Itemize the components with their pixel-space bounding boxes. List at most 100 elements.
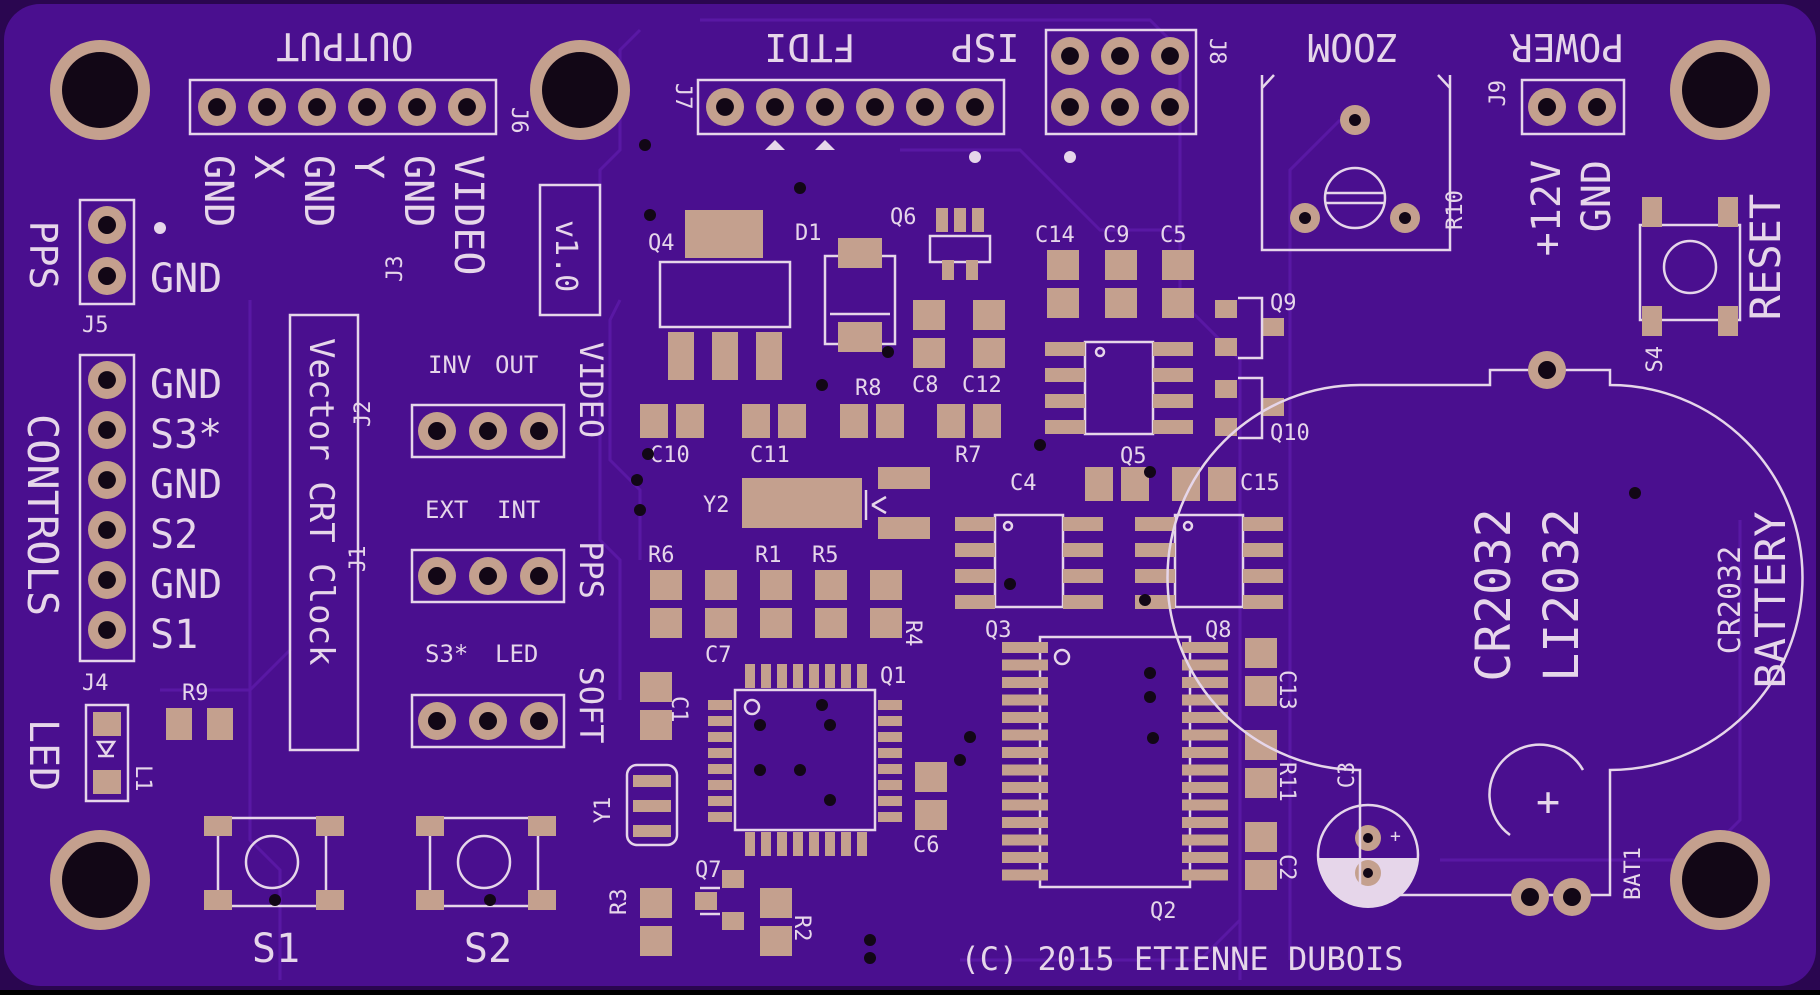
q5-ref: Q5 [1120, 444, 1147, 469]
battery-type: CR2032 [1713, 546, 1748, 654]
ic-pin [1182, 834, 1228, 846]
battery-plus-label: + [1536, 779, 1560, 825]
ic-pin [708, 796, 732, 806]
c9-ref: C9 [1103, 223, 1130, 248]
j7-ref: J7 [670, 83, 695, 110]
ic-pin [1135, 543, 1175, 557]
output-pin-label: GND [295, 155, 341, 227]
reset-button[interactable]: RESET S4 [1638, 194, 1790, 373]
ic-pin [1243, 517, 1283, 531]
isp-header: ISP J8 [951, 25, 1229, 163]
pps-title: PPS [21, 221, 65, 290]
ic-pin [878, 780, 902, 790]
ic-pin [1063, 543, 1103, 557]
ic-pin [708, 764, 732, 774]
ic-pin [1153, 368, 1193, 382]
q2-ref: Q2 [1150, 899, 1177, 924]
controls-pin-label: GND [150, 462, 222, 508]
r9-ref: R9 [182, 681, 209, 706]
s2-button[interactable]: S2 [416, 816, 556, 972]
c15-ref: C15 [1240, 471, 1280, 496]
j6-ref: J6 [506, 107, 531, 134]
jumper-j1[interactable]: S3* LED J1 SOFT [346, 546, 610, 749]
controls-pin-label: S1 [150, 612, 198, 658]
ic-pin [1182, 817, 1228, 828]
power-title: POWER [1510, 25, 1625, 69]
output-pin-label: Y [345, 155, 391, 179]
ic-pin [1002, 642, 1048, 653]
ic-pin [1182, 677, 1228, 688]
ic-pin [878, 812, 902, 822]
d1-diode: D1 [795, 221, 897, 352]
q6-ref: Q6 [890, 205, 917, 230]
ftdi-header: FTDI J7 [670, 25, 1006, 163]
ic-pin [1002, 799, 1048, 811]
ic-pin [841, 832, 851, 856]
y2-crystal: Y2 [703, 467, 930, 539]
s1-button[interactable]: S1 [204, 816, 344, 972]
ic-pin [1063, 517, 1103, 531]
output-pin-label: GND [195, 155, 241, 227]
q8-ref: Q8 [1205, 618, 1232, 643]
passive-c15: C15 [1172, 467, 1280, 501]
passive-c11: C11 [742, 404, 806, 468]
power-pin-label: GND [1574, 160, 1620, 232]
d1-ref: D1 [795, 221, 822, 246]
ic-pin [878, 764, 902, 774]
vias [269, 139, 1641, 964]
c3-ref: C3 [1335, 762, 1360, 789]
ic-pin [1182, 799, 1228, 811]
isp-title: ISP [951, 25, 1020, 69]
ic-pin [1002, 659, 1048, 671]
ic-pin [955, 543, 995, 557]
q8-ic: Q8 [1135, 513, 1283, 643]
passive-c9: C9 [1103, 223, 1137, 318]
r7-ref: R7 [955, 443, 982, 468]
ic-pin [1182, 659, 1228, 671]
jumper-j3[interactable]: INV OUT J3 VIDEO [383, 256, 610, 459]
y1-crystal: Y1 [591, 763, 679, 847]
passive-c13: C13 [1245, 638, 1299, 710]
q7-ref: Q7 [695, 858, 722, 883]
q9-ref: Q9 [1270, 291, 1297, 316]
r11-ref: R11 [1274, 762, 1299, 802]
passive-r7: R7 [937, 404, 1001, 468]
passive-c12: C12 [962, 300, 1005, 398]
controls-pin-label: S2 [150, 512, 198, 558]
ic-pin [1002, 712, 1048, 723]
jumper-label: S3* [425, 640, 468, 668]
jumper-label: LED [495, 640, 538, 668]
q2-ic: Q2 [1002, 635, 1228, 924]
ic-pin [761, 664, 771, 688]
q4-ref: Q4 [648, 231, 675, 256]
ic-pin [1182, 694, 1228, 706]
q10-ref: Q10 [1270, 421, 1310, 446]
output-pin-label: X [245, 155, 291, 179]
r10-ref: R10 [1443, 190, 1468, 230]
output-pin-labels: GND X GND Y GND VIDEO [195, 155, 491, 275]
jumper-j2[interactable]: EXT INT J2 PPS [351, 401, 610, 604]
ic-pin [777, 664, 787, 688]
ic-pin [761, 832, 771, 856]
ic-pin [1182, 642, 1228, 653]
q1-ref: Q1 [880, 664, 907, 689]
pps-header: PPS GND J5 [21, 198, 222, 338]
led-title: LED [20, 719, 66, 791]
ftdi-title: FTDI [764, 25, 856, 69]
passive-r1: R1 [755, 543, 792, 638]
l1-ref: L1 [130, 765, 155, 792]
ic-pin [1135, 569, 1175, 583]
j8-ref: J8 [1204, 38, 1229, 65]
ic-pin [878, 732, 902, 742]
ic-pin [1243, 595, 1283, 609]
board-title: Vector CRT Clock [301, 338, 341, 666]
battery-title: BATTERY [1746, 511, 1795, 688]
battery-holder: + CR2032 LI2032 CR2032 BATTERY BAT1 [1166, 351, 1804, 916]
r8-ref: R8 [855, 376, 882, 401]
passive-r4: R4 [870, 570, 925, 647]
controls-pin-label: S3* [150, 412, 222, 458]
zoom-title: ZOOM [1307, 25, 1399, 69]
j1-side-label: SOFT [572, 666, 610, 743]
ic-pin [857, 832, 867, 856]
